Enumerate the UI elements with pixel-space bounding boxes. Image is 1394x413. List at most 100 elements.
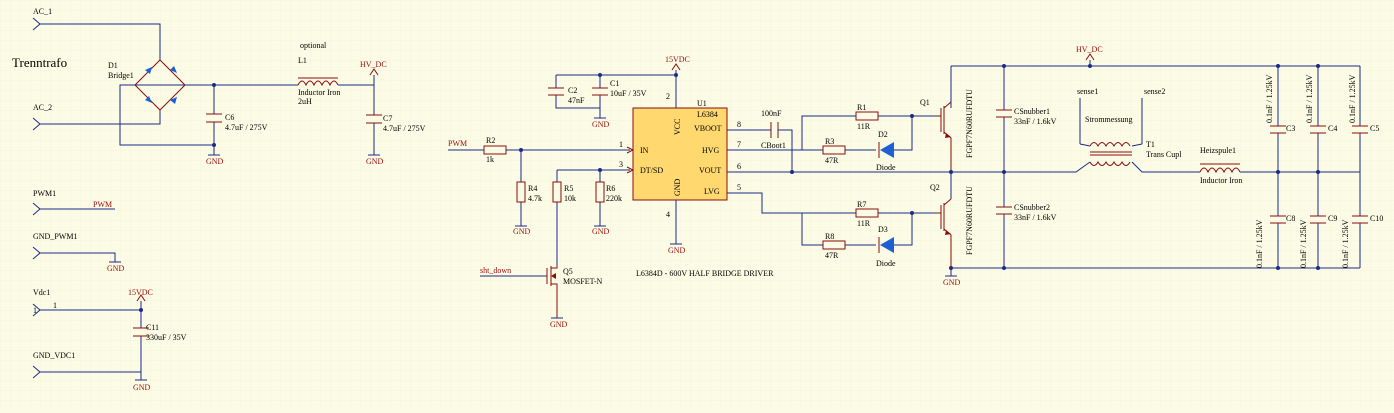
capacitor-c1[interactable]: C1 10uF / 35V GND	[592, 75, 647, 129]
capacitor-csnubber2[interactable]: CSnubber2 33nF / 1.6kV	[996, 172, 1057, 268]
sense1-label: sense1	[1077, 87, 1098, 96]
capacitor-c11[interactable]: C11 330uF / 35V	[133, 310, 187, 380]
ic-pin-dtsd: DT/SD	[640, 166, 663, 175]
resistor-r4[interactable]: R4 4.7k GND	[513, 150, 542, 236]
c3-val: 0.1nF / 1.25kV	[1265, 74, 1274, 123]
hs-gate-wires	[801, 115, 936, 151]
diode-d3[interactable]: D3 Diode	[876, 225, 896, 268]
resistor-r6[interactable]: R6 220k GND	[592, 170, 622, 236]
port-vdc1[interactable]: Vdc1 1 1	[32, 288, 141, 317]
capacitor-csnubber1[interactable]: CSnubber1 33nF / 1.6kV	[996, 66, 1057, 172]
gnd-label: GND	[592, 120, 610, 129]
capacitor-c9[interactable]: 0.1nF / 1.25kV C9	[1299, 172, 1337, 268]
port-ac2[interactable]: AC_2	[32, 103, 161, 131]
port-ac1[interactable]: AC_1	[32, 7, 161, 60]
capacitor-c4[interactable]: 0.1nF / 1.25kV C4	[1305, 74, 1337, 172]
cboot-ref: CBoot1	[761, 141, 786, 150]
junction	[1088, 64, 1092, 68]
net-pwm-input[interactable]: PWM	[448, 139, 484, 151]
c7-ref: C7	[383, 114, 392, 123]
resistor-r3[interactable]: R3 47R	[822, 137, 846, 165]
gnd-label: GND	[668, 246, 686, 255]
c11-val: 330uF / 35V	[146, 333, 187, 342]
r6-ref: R6	[606, 184, 615, 193]
port-pwm1-label: PWM1	[33, 189, 56, 198]
capacitor-c6[interactable]: C6 4.7uF / 275V GND	[206, 85, 268, 166]
resistor-r7[interactable]: R7 11R	[855, 200, 879, 228]
c2-val: 47nF	[568, 96, 585, 105]
v15-label: 15VDC	[128, 288, 153, 297]
c6-val: 4.7uF / 275V	[225, 123, 268, 132]
c4-val: 0.1nF / 1.25kV	[1305, 74, 1314, 123]
ic-ref: U1	[697, 99, 707, 108]
pin-number: 7	[737, 140, 741, 149]
diode-d2[interactable]: D2 Diode	[876, 130, 896, 172]
current-transformer-t1[interactable]: sense1 sense2 Strommessung T1 Trans Cupl	[1012, 87, 1200, 173]
capacitor-c8[interactable]: 0.1nF / 1.25kV C8	[1255, 172, 1295, 268]
pin-number: 1	[53, 301, 57, 310]
inductor-l1[interactable]: optional L1 Inductor Iron 2uH	[297, 41, 374, 106]
junction	[1316, 64, 1320, 68]
cs1-ref: CSnubber1	[1014, 107, 1050, 116]
junction	[910, 211, 914, 215]
ic-pin-vboot: VBOOT	[694, 124, 722, 133]
capacitor-c7[interactable]: C7 4.7uF / 275V GND	[366, 85, 426, 166]
hv-bus-wire	[951, 65, 1361, 100]
pin-number: 6	[737, 162, 741, 171]
gnd-label: GND	[133, 383, 151, 392]
r3-val: 47R	[825, 156, 839, 165]
ic-pin-vout: VOUT	[699, 166, 721, 175]
t1-val: Trans Cupl	[1146, 150, 1182, 159]
d1-ref: D1	[108, 61, 118, 70]
r8-ref: R8	[825, 232, 834, 241]
port-gnd-vdc1[interactable]: GND_VDC1 GND	[32, 351, 151, 392]
pwm-in-label: PWM	[448, 139, 467, 148]
port-gnd-pwm1[interactable]: GND_PWM1 GND	[32, 232, 125, 273]
diode-icon	[145, 66, 177, 104]
t1-ref: T1	[1146, 140, 1155, 149]
igbt-q2[interactable]: Q2 FGPF7N60RUFDTU	[930, 172, 974, 268]
d2-ref: D2	[878, 130, 888, 139]
c6-ref: C6	[225, 113, 234, 122]
ic-pin-lvg: LVG	[704, 187, 720, 196]
r1-val: 11R	[857, 122, 871, 131]
junction	[1002, 170, 1006, 174]
port-ac1-label: AC_1	[33, 7, 52, 16]
mosfet-q5[interactable]: sht_down Q5 MOSFET-N GND	[480, 265, 602, 329]
d1-val: Bridge1	[108, 71, 134, 80]
q1-ref: Q1	[920, 98, 930, 107]
r3-ref: R3	[825, 137, 834, 146]
strommessung-label: Strommessung	[1085, 115, 1133, 124]
port-vdc1-label: Vdc1	[33, 288, 50, 297]
bridge-rectifier-d1[interactable]: D1 Bridge1	[108, 59, 214, 146]
capacitor-c10[interactable]: 0.1nF / 1.25kV C10	[1341, 172, 1383, 268]
c2-ref: C2	[568, 86, 577, 95]
driver-ic-u1[interactable]: U1 L6384 IN DT/SD VBOOT HVG VOUT LVG VCC…	[632, 99, 728, 201]
c5-val: 0.1nF / 1.25kV	[1348, 74, 1357, 123]
q2-ref: Q2	[930, 183, 940, 192]
capacitor-c3[interactable]: 0.1nF / 1.25kV C3	[1265, 74, 1295, 172]
ic-pin-vcc: VCC	[673, 119, 682, 135]
ic-pin-hvg: HVG	[702, 146, 720, 155]
r5-val: 10k	[564, 194, 576, 203]
resistor-r5[interactable]: R5 10k	[552, 170, 576, 265]
gnd-label: GND	[107, 264, 125, 273]
c9-ref: C9	[1328, 214, 1337, 223]
capacitor-c2[interactable]: C2 47nF	[548, 75, 600, 109]
inductor-heizspule1[interactable]: Heizspule1 Inductor Iron	[1199, 146, 1242, 185]
port-pwm1[interactable]: PWM1 PWM	[32, 189, 115, 216]
heizspule-val: Inductor Iron	[1200, 176, 1242, 185]
gnd-label: GND	[366, 157, 384, 166]
capacitor-cboot1[interactable]: 100nF CBoot1	[761, 109, 793, 172]
r4-ref: R4	[528, 184, 537, 193]
resistor-r1[interactable]: R1 11R	[855, 103, 879, 131]
c8-ref: C8	[1286, 214, 1295, 223]
capacitor-c5[interactable]: 0.1nF / 1.25kV C5	[1348, 74, 1379, 172]
gnd-label: GND	[592, 227, 610, 236]
d3-ref: D3	[878, 225, 888, 234]
resistor-r8[interactable]: R8 47R	[822, 232, 846, 260]
junction	[674, 73, 678, 77]
igbt-q1[interactable]: Q1 FGPF7N60RUFDTU	[920, 66, 974, 172]
junction	[1316, 266, 1320, 270]
